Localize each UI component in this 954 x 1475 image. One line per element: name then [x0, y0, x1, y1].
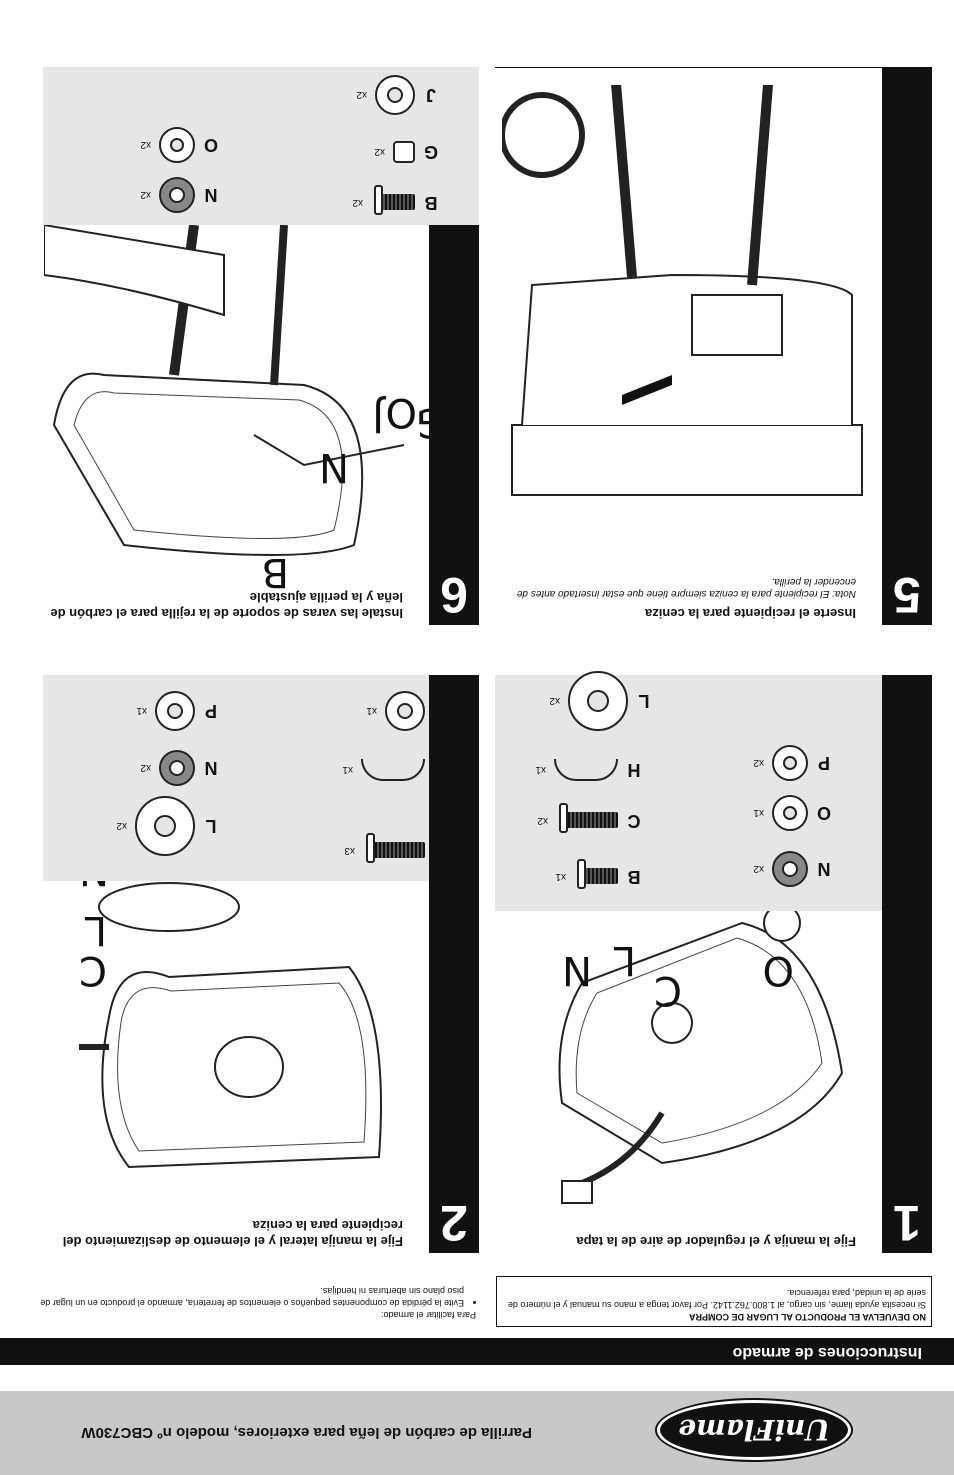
step-5-title: Inserte el recipiente para la ceniza [645, 606, 856, 621]
step-1-title: Fije la manija y el regulador de aire de… [576, 1234, 856, 1249]
assembly-tips: Para facilitar el armado: Evite la pérdi… [36, 1285, 476, 1321]
step-6-callout-o: O [385, 389, 417, 435]
step-1-number: 1 [882, 675, 932, 1253]
section-title: Instrucciones de armado [732, 1344, 922, 1361]
tips-intro: Para facilitar el armado: [380, 1310, 476, 1320]
step-5-panel: 5 Inserte el recipiente para la ceniza N… [495, 67, 932, 625]
step-1-lid-diagram [558, 904, 844, 1204]
step-6-grill-base-diagram [44, 225, 405, 556]
tips-list: Evite la pérdida de componentes pequeños… [36, 1285, 476, 1309]
step-6-title: Instale las varas de soporte de la rejil… [50, 590, 403, 621]
tips-bullet: Evite la pérdida de componentes pequeños… [36, 1285, 464, 1309]
step-5-ashpan-diagram [502, 85, 863, 496]
step-2-callout-c-side: C [79, 947, 107, 993]
step-1-callout-c: C [654, 967, 682, 1013]
step-6-panel: 6 Instale las varas de soporte de la rej… [43, 67, 479, 625]
notice-body: Si necesita ayuda llame, sin cargo, al 1… [507, 1288, 926, 1310]
return-notice-box: NO DEVUELVA EL PRODUCTO AL LUGAR DE COMP… [496, 1276, 932, 1327]
step-5-number: 5 [882, 67, 932, 625]
document-title: Parrilla de carbón de leña para exterior… [81, 1424, 532, 1441]
step-2-bowl-diagram [79, 882, 382, 1169]
step-1-callout-l: L [613, 937, 636, 983]
uniflame-logo: UniFlame [657, 1400, 851, 1460]
step-2-title: Fije la manija lateral y el elemento de … [62, 1218, 403, 1249]
step-5-note: Nota: El recipiente para la ceniza siemp… [516, 576, 856, 599]
step-6-callout-j: J [372, 394, 384, 440]
step-6-callout-g: G [416, 399, 447, 445]
step-6-callout-n: N [319, 444, 349, 490]
step-1-callout-o: O [762, 947, 794, 993]
step-1-callout-n: N [562, 947, 592, 993]
notice-heading: NO DEVUELVA EL PRODUCTO AL LUGAR DE COMP… [688, 1312, 926, 1322]
step-2-panel: 2 Fije la manija lateral y el elemento d… [43, 675, 479, 1253]
step-1-panel: 1 Fije la manija y el regulador de aire … [495, 671, 932, 1253]
step-6-callout-b: B [261, 549, 289, 595]
